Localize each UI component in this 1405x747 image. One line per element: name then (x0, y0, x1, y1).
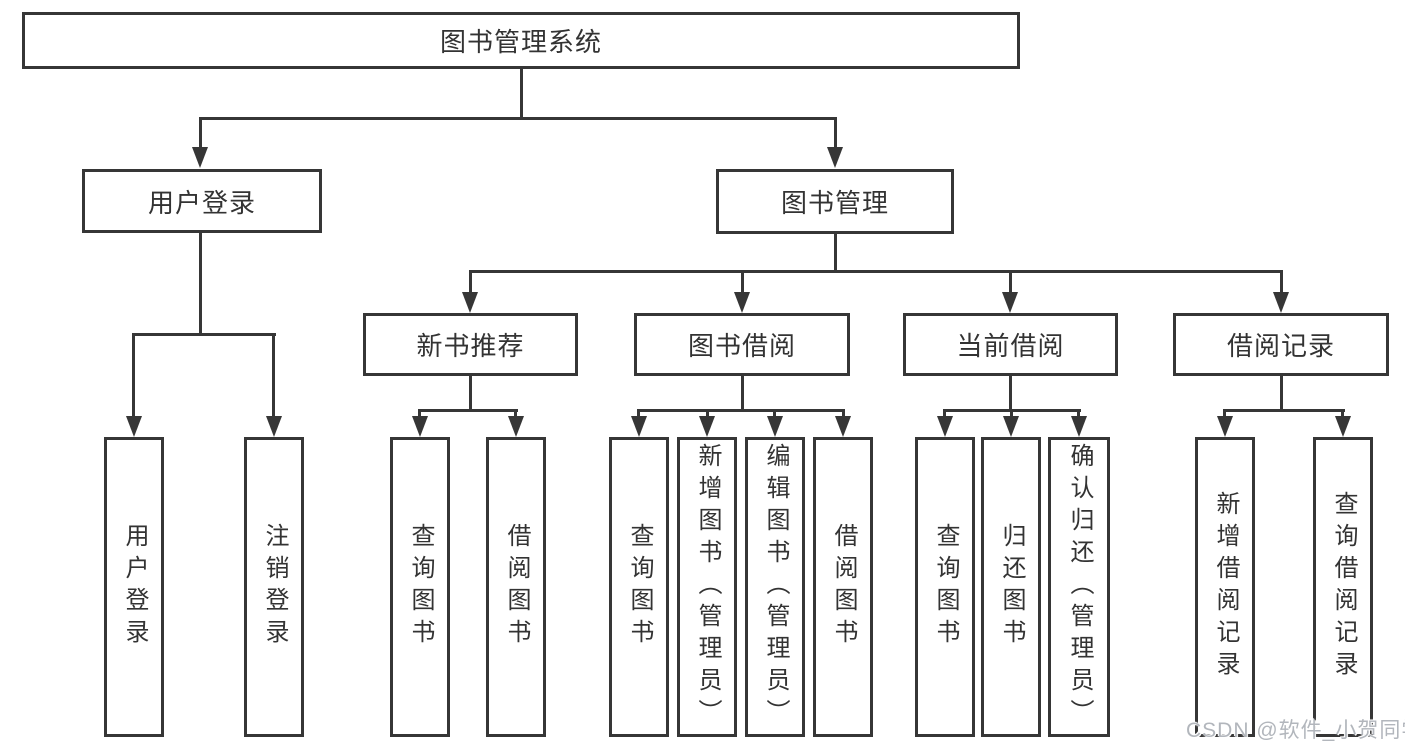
leaf-query-books-current-label: 查询图书 (932, 523, 959, 651)
connector-line (834, 117, 837, 148)
connector-line (1010, 409, 1013, 418)
arrow-down-icon (1003, 416, 1019, 437)
connector-line (469, 270, 1283, 273)
arrow-down-icon (835, 416, 851, 437)
node-user-login-label: 用户登录 (147, 187, 256, 218)
leaf-borrow-books-label: 借阅图书 (830, 523, 857, 651)
arrow-down-icon (1335, 416, 1351, 437)
arrow-down-icon (937, 416, 953, 437)
connector-line (132, 333, 135, 418)
connector-line (199, 232, 202, 335)
arrow-down-icon (266, 416, 282, 437)
connector-line (418, 409, 518, 412)
arrow-down-icon (734, 292, 750, 313)
leaf-user-login: 用户登录 (104, 437, 164, 737)
leaf-edit-books-admin-label: 编辑图书（管理员） (762, 443, 789, 731)
arrow-down-icon (412, 416, 428, 437)
leaf-add-borrow-record-label: 新增借阅记录 (1212, 491, 1239, 683)
node-new-book-recommend-label: 新书推荐 (416, 331, 525, 361)
connector-line (741, 270, 744, 295)
leaf-add-borrow-record: 新增借阅记录 (1195, 437, 1255, 737)
leaf-edit-books-admin: 编辑图书（管理员） (745, 437, 805, 737)
connector-line (469, 375, 472, 412)
arrow-down-icon (126, 416, 142, 437)
arrow-down-icon (699, 416, 715, 437)
arrow-down-icon (1071, 416, 1087, 437)
arrow-down-icon (631, 416, 647, 437)
leaf-return-books-label: 归还图书 (998, 523, 1025, 651)
leaf-confirm-return-admin: 确认归还（管理员） (1048, 437, 1110, 737)
connector-line (272, 333, 275, 418)
connector-line (1009, 270, 1012, 295)
connector-line (1223, 409, 1345, 412)
leaf-query-books-recommend: 查询图书 (390, 437, 450, 737)
leaf-user-login-label: 用户登录 (121, 523, 148, 651)
connector-line (773, 409, 776, 418)
leaf-query-borrow-record: 查询借阅记录 (1313, 437, 1373, 737)
arrow-down-icon (767, 416, 783, 437)
leaf-query-books-borrow: 查询图书 (609, 437, 669, 737)
node-borrow-records: 借阅记录 (1173, 313, 1389, 376)
node-root-label: 图书管理系统 (439, 27, 602, 57)
connector-line (943, 409, 946, 418)
connector-line (520, 68, 523, 120)
connector-line (1077, 409, 1080, 418)
arrow-down-icon (462, 292, 478, 313)
connector-line (637, 409, 640, 418)
arrow-down-icon (508, 416, 524, 437)
node-new-book-recommend: 新书推荐 (363, 313, 578, 376)
node-current-borrow: 当前借阅 (903, 313, 1118, 376)
leaf-logout-label: 注销登录 (261, 523, 288, 651)
csdn-watermark: CSDN @软件_小贺同学 (1186, 719, 1405, 742)
arrow-down-icon (192, 147, 208, 168)
arrow-down-icon (1273, 292, 1289, 313)
node-book-borrow: 图书借阅 (634, 313, 850, 376)
node-book-borrow-label: 图书借阅 (687, 331, 796, 361)
connector-line (842, 409, 845, 418)
leaf-query-books-current: 查询图书 (915, 437, 975, 737)
arrow-down-icon (1217, 416, 1233, 437)
connector-line (469, 270, 472, 295)
connector-line (706, 409, 709, 418)
connector-line (514, 409, 517, 418)
node-user-login: 用户登录 (82, 169, 322, 233)
connector-line (199, 117, 837, 120)
leaf-query-borrow-record-label: 查询借阅记录 (1330, 491, 1357, 683)
arrow-down-icon (1002, 292, 1018, 313)
connector-line (1280, 270, 1283, 295)
connector-line (1280, 375, 1283, 412)
connector-line (418, 409, 421, 418)
node-current-borrow-label: 当前借阅 (956, 331, 1065, 361)
leaf-return-books: 归还图书 (981, 437, 1041, 737)
node-borrow-records-label: 借阅记录 (1226, 331, 1335, 361)
node-root: 图书管理系统 (22, 12, 1020, 69)
node-book-management: 图书管理 (716, 169, 954, 234)
connector-line (132, 333, 276, 336)
leaf-borrow-books-recommend-label: 借阅图书 (503, 523, 530, 651)
connector-line (834, 233, 837, 272)
node-book-management-label: 图书管理 (780, 188, 889, 218)
connector-line (1341, 409, 1344, 418)
leaf-query-books-borrow-label: 查询图书 (626, 523, 653, 651)
leaf-add-books-admin: 新增图书（管理员） (677, 437, 737, 737)
connector-line (637, 409, 845, 412)
leaf-query-books-recommend-label: 查询图书 (407, 523, 434, 651)
leaf-borrow-books-recommend: 借阅图书 (486, 437, 546, 737)
arrow-down-icon (827, 147, 843, 168)
leaf-confirm-return-admin-label: 确认归还（管理员） (1066, 443, 1093, 731)
connector-line (199, 117, 202, 148)
connector-line (1009, 375, 1012, 412)
connector-line (1223, 409, 1226, 418)
leaf-logout: 注销登录 (244, 437, 304, 737)
leaf-borrow-books: 借阅图书 (813, 437, 873, 737)
leaf-add-books-admin-label: 新增图书（管理员） (694, 443, 721, 731)
connector-line (741, 375, 744, 412)
